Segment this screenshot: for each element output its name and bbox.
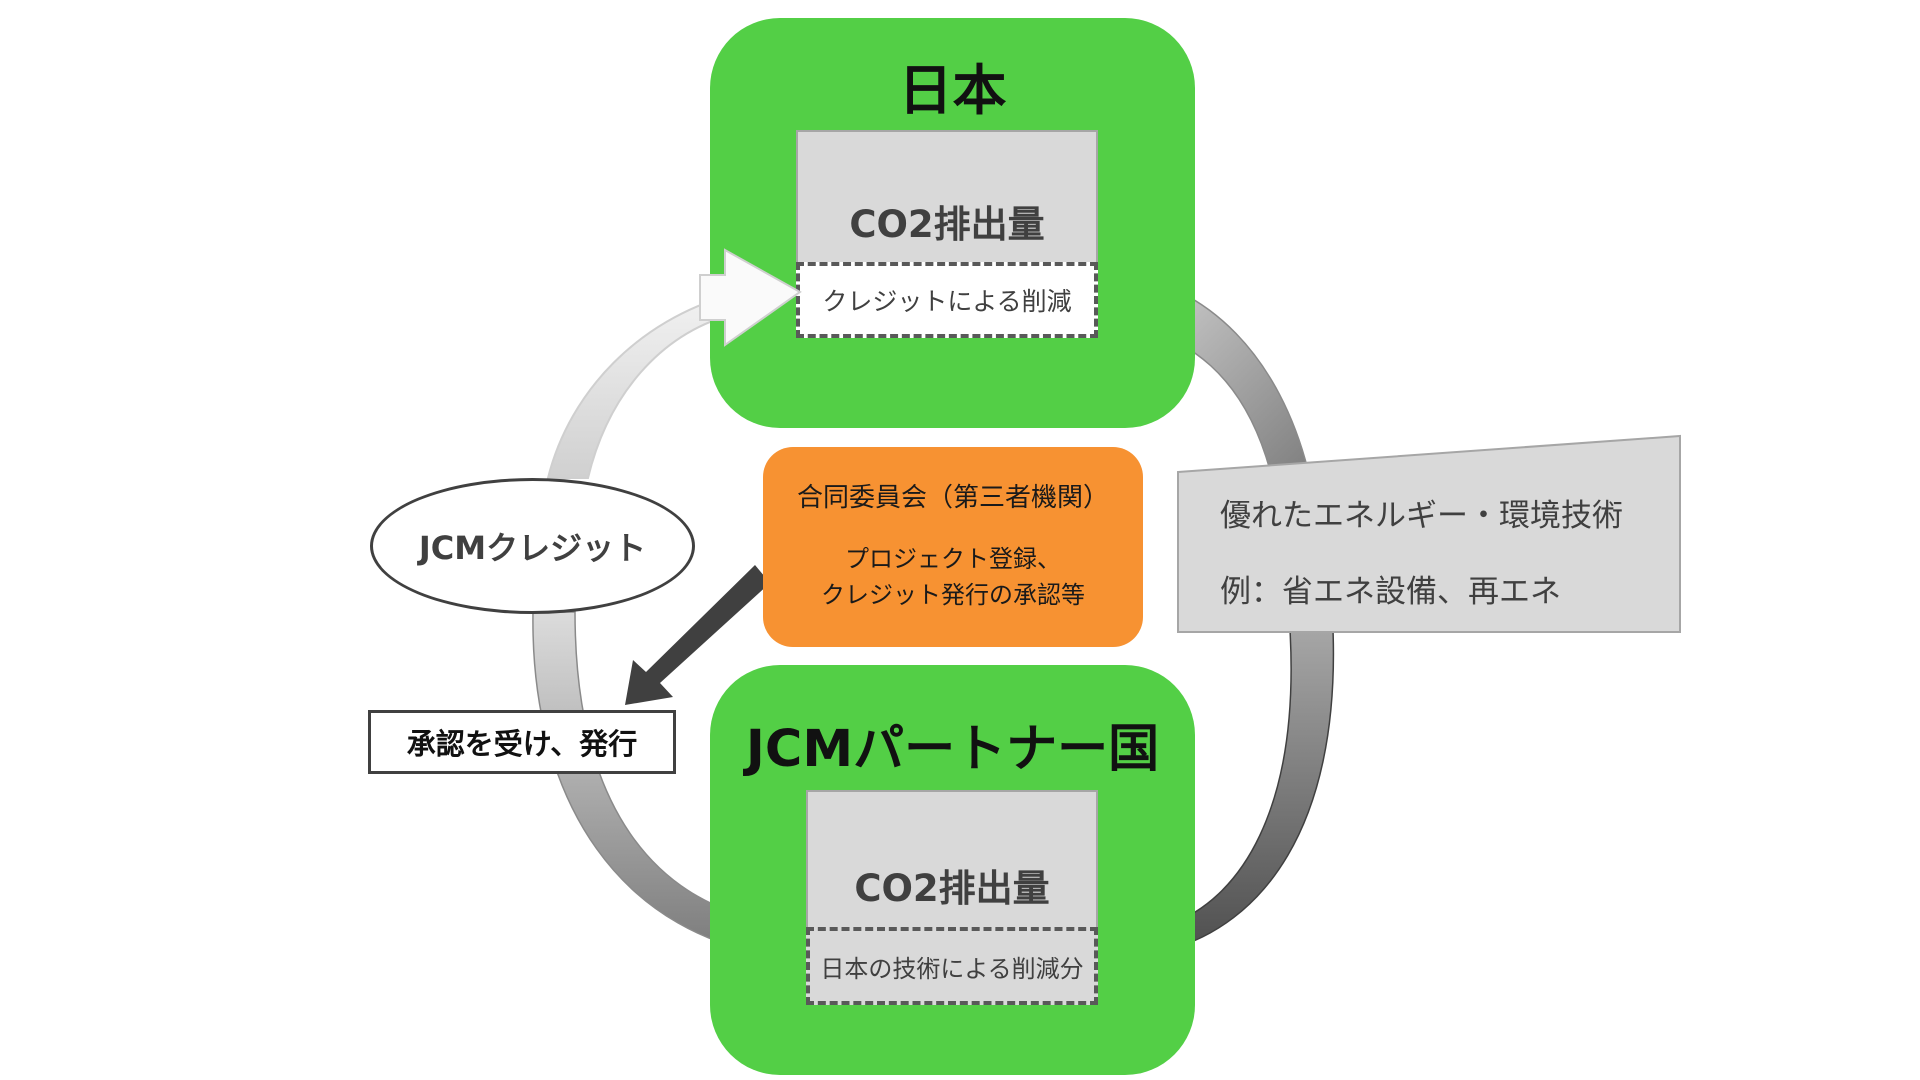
jcm-credit-ellipse: JCMクレジット xyxy=(370,478,695,614)
technology-line-1: 優れたエネルギー・環境技術 xyxy=(1220,498,1623,534)
committee-title: 合同委員会（第三者機関） xyxy=(796,483,1109,513)
japan-reduction-box: クレジットによる削減 xyxy=(796,262,1098,338)
japan-emissions-label: CO2排出量 xyxy=(849,203,1045,246)
joint-committee-box: 合同委員会（第三者機関） プロジェクト登録、 クレジット発行の承認等 xyxy=(763,447,1143,647)
partner-title: JCMパートナー国 xyxy=(745,720,1160,779)
committee-to-approval-arrow xyxy=(625,565,770,705)
committee-line-2: クレジット発行の承認等 xyxy=(821,581,1085,609)
technology-line-2: 例：省エネ設備、再エネ xyxy=(1220,574,1561,610)
committee-line-1: プロジェクト登録、 xyxy=(845,545,1061,573)
japan-title: 日本 xyxy=(898,59,1007,122)
technology-callout-shape xyxy=(1177,434,1681,633)
approval-label-box: 承認を受け、発行 xyxy=(368,710,676,774)
partner-panel: JCMパートナー国 CO2排出量 日本の技術による削減分 xyxy=(710,665,1195,1075)
partner-emissions-label: CO2排出量 xyxy=(854,867,1050,910)
partner-reduction-box: 日本の技術による削減分 xyxy=(806,927,1098,1005)
japan-panel: 日本 CO2排出量 クレジットによる削減 xyxy=(710,18,1195,428)
japan-arrowhead xyxy=(699,248,802,347)
